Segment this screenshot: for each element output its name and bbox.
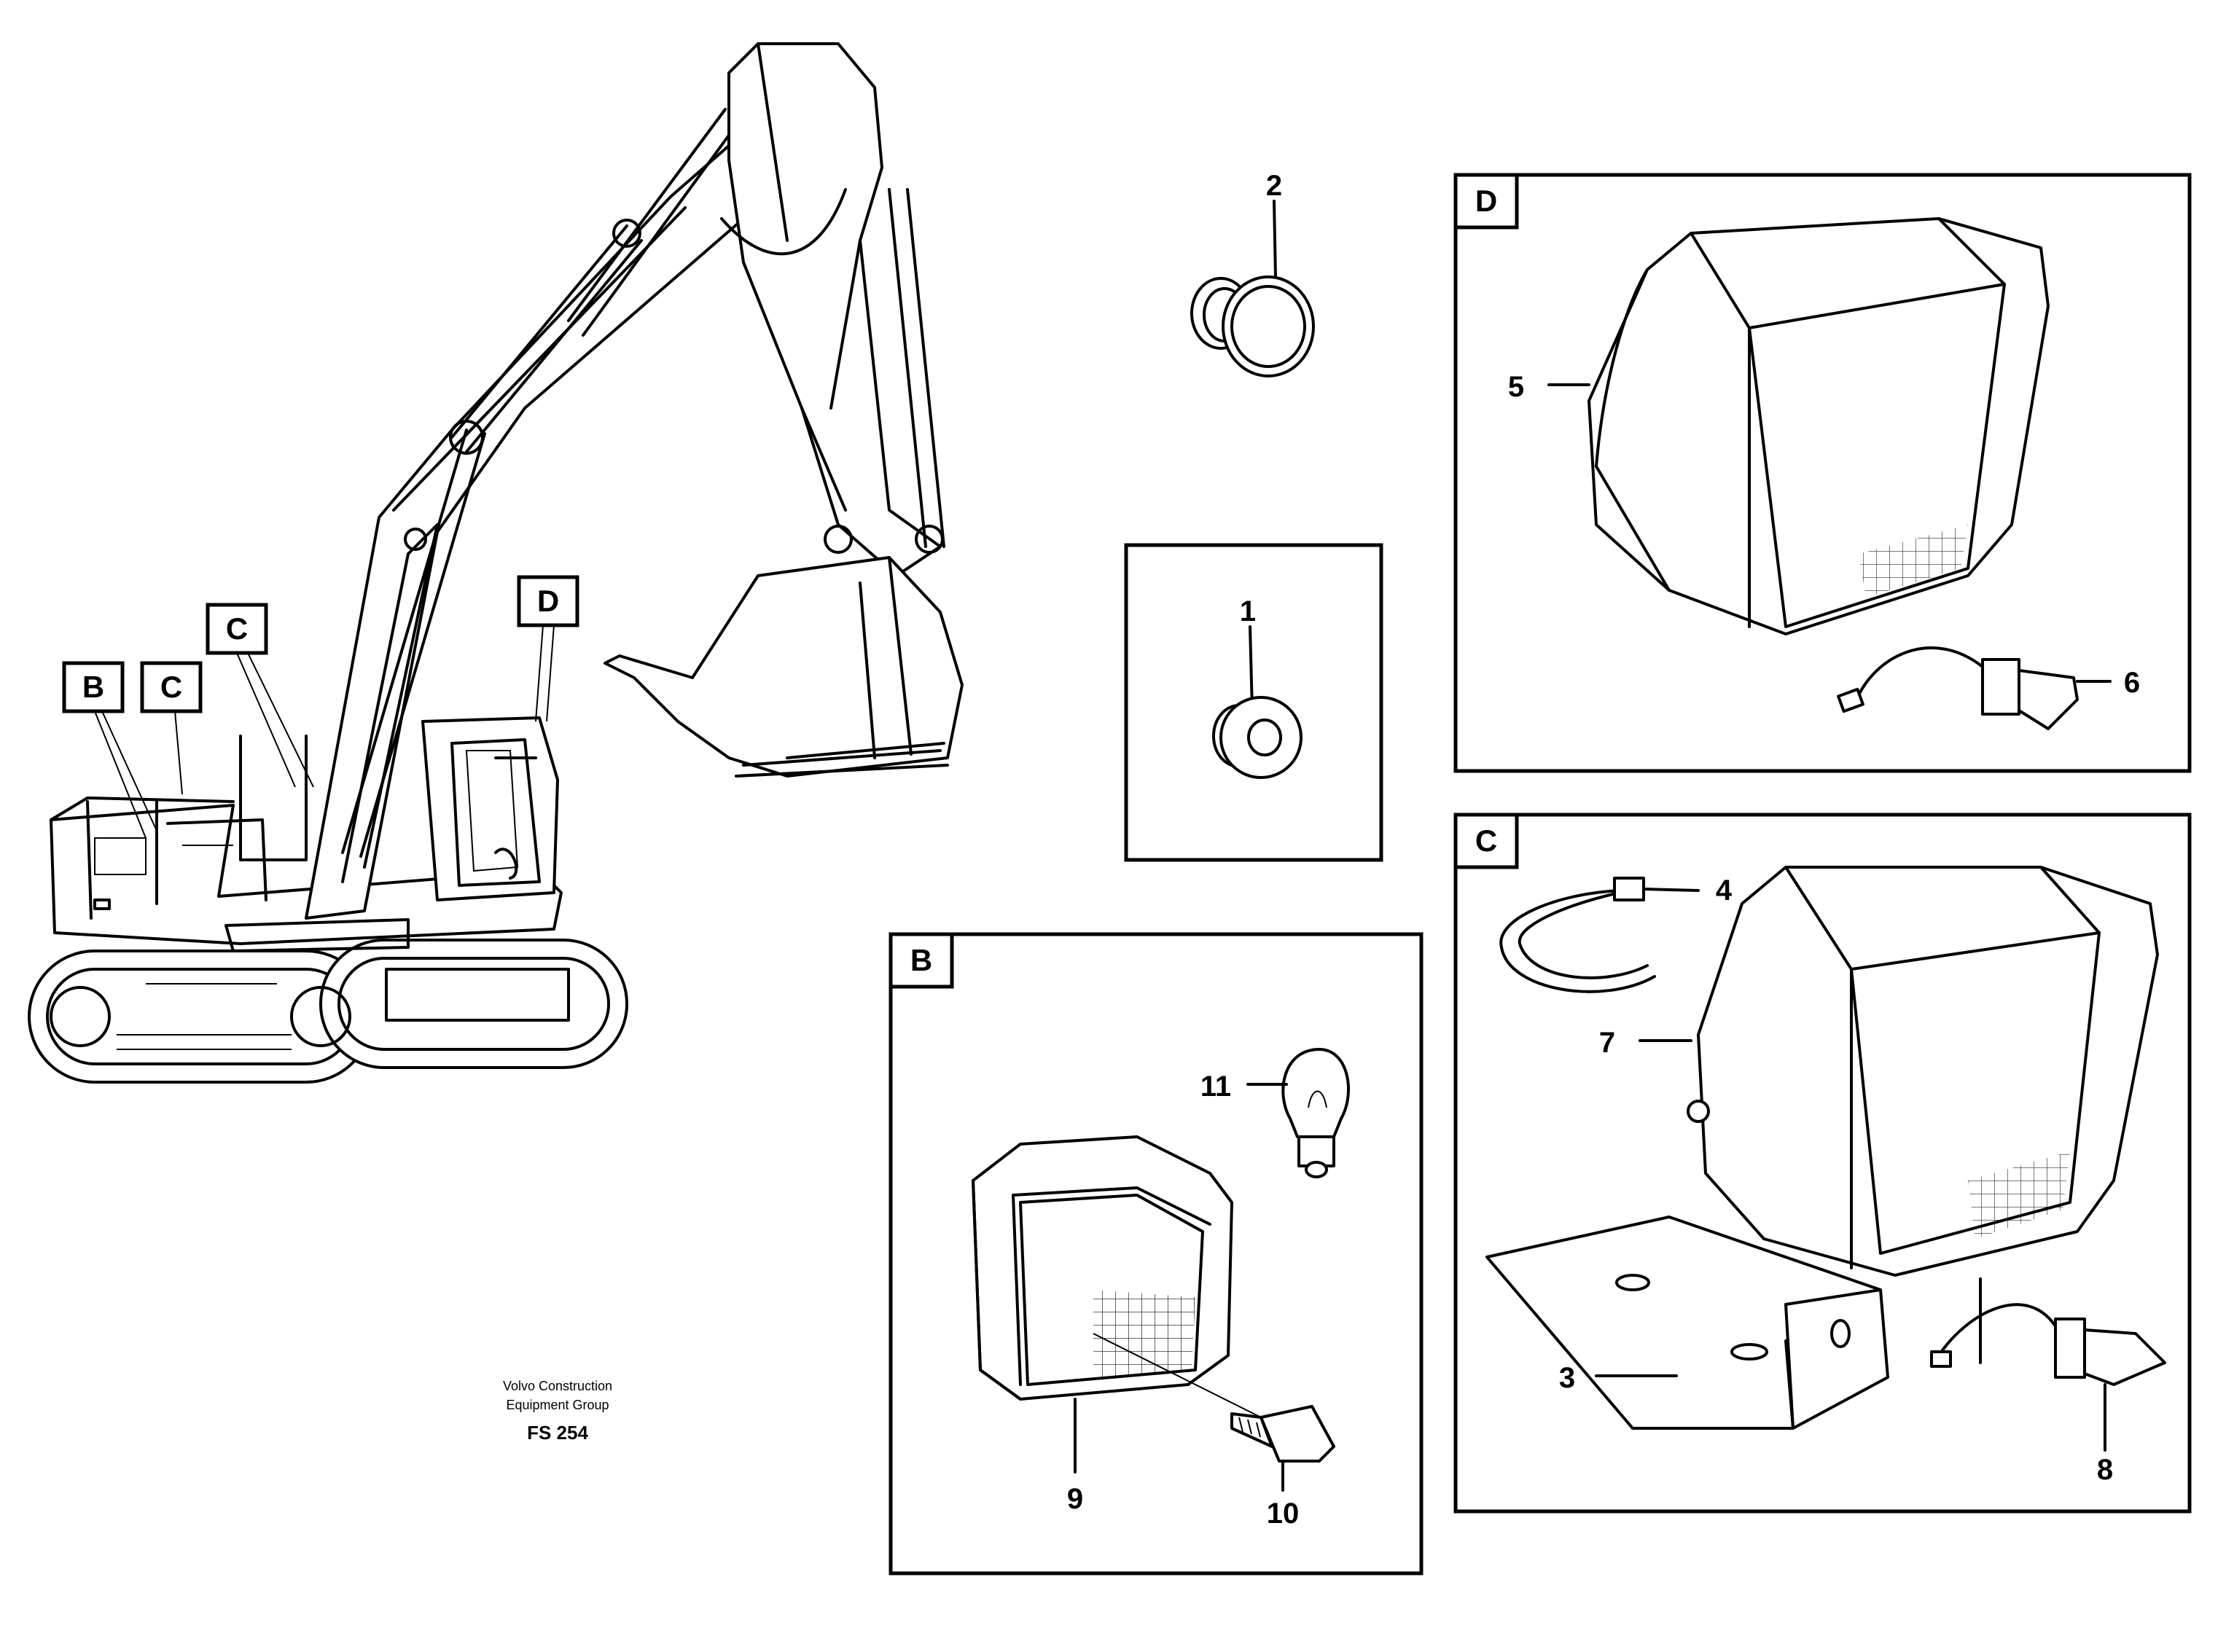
excavator-body <box>50 716 563 945</box>
callout-8: 8 <box>2097 1454 2113 1486</box>
part-1-grommet-box: 1 <box>1124 543 1383 862</box>
excavator-illustration <box>28 42 964 1084</box>
callout-10: 10 <box>1267 1498 1300 1530</box>
excavator-tracks <box>28 939 628 1084</box>
callout-7: 7 <box>1599 1027 1615 1059</box>
svg-text:C: C <box>160 670 182 704</box>
svg-text:B: B <box>82 670 104 704</box>
callout-2: 2 <box>1266 170 1282 202</box>
excavator-arm <box>720 42 945 577</box>
callout-1: 1 <box>1240 595 1256 627</box>
machine-marker-c-rear: C <box>140 661 203 795</box>
svg-text:D: D <box>537 584 559 618</box>
part-2-plug: 2 <box>1190 170 1315 377</box>
svg-text:D: D <box>1475 184 1497 218</box>
credit-line-1: Volvo Construction <box>503 1379 612 1393</box>
svg-text:C: C <box>1475 823 1497 858</box>
callout-6: 6 <box>2124 667 2140 699</box>
excavator-boom <box>305 108 774 920</box>
detail-b-box: B 11 9 10 <box>889 932 1424 1575</box>
callout-9: 9 <box>1067 1483 1083 1515</box>
svg-text:C: C <box>226 611 248 646</box>
machine-marker-b: B <box>62 661 157 839</box>
svg-text:B: B <box>910 943 932 977</box>
credit-line-2: Equipment Group <box>506 1398 609 1412</box>
detail-d-box: D 5 6 <box>1453 173 2192 773</box>
diagram-credit: Volvo Construction Equipment Group FS 25… <box>503 1379 612 1444</box>
callout-4: 4 <box>1716 874 1733 907</box>
detail-c-box: C 4 7 3 8 <box>1453 813 2192 1514</box>
diagram-code: FS 254 <box>527 1422 588 1444</box>
machine-marker-c-front: C <box>206 603 314 788</box>
machine-marker-d: D <box>517 575 579 722</box>
callout-5: 5 <box>1508 371 1524 403</box>
callout-3: 3 <box>1559 1362 1575 1394</box>
excavator-bucket <box>604 556 964 778</box>
callout-11: 11 <box>1200 1070 1231 1103</box>
